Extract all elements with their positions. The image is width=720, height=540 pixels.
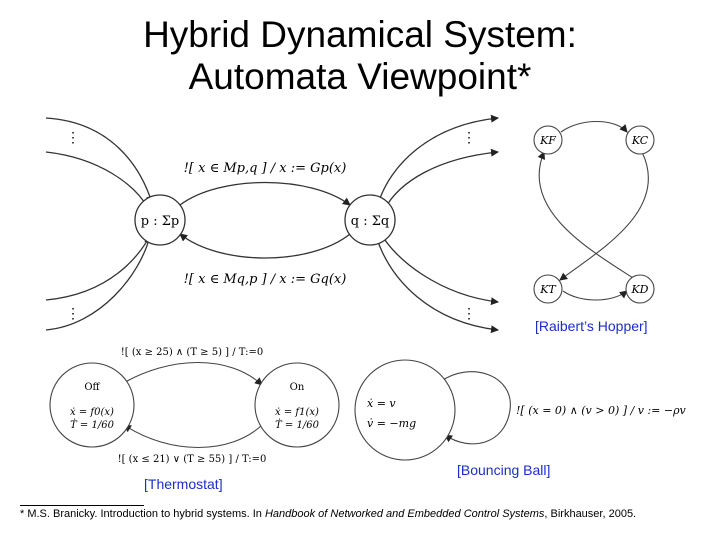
edge-in-p-1 bbox=[45, 117, 154, 204]
edge-in-p-3 bbox=[45, 231, 153, 301]
node-kt bbox=[533, 274, 563, 304]
footnote-book-title: Handbook of Networked and Embedded Contr… bbox=[264, 508, 545, 520]
slide-title-line-2: Automata Viewpoint* bbox=[188, 56, 532, 97]
ellipsis-left-bottom: ⋮ bbox=[66, 306, 80, 322]
edge-on-off-label: ![ (x ≤ 21) ∨ (T ≥ 55) ] / T:=0 bbox=[118, 454, 267, 465]
edge-kd-kf bbox=[537, 151, 634, 279]
node-on bbox=[254, 362, 340, 448]
bouncing-equation-1: ẋ = v bbox=[367, 397, 396, 410]
ellipsis-right-bottom: ⋮ bbox=[462, 306, 476, 322]
edge-in-p-2 bbox=[45, 151, 149, 209]
bouncing-edge-label: ![ (x = 0) ∧ (v > 0) ] / v := −ρv bbox=[516, 404, 687, 417]
node-q bbox=[344, 194, 396, 246]
footnote: * M.S. Branicky. Introduction to hybrid … bbox=[20, 508, 636, 520]
edge-q-to-p bbox=[179, 233, 351, 259]
node-on-label: On bbox=[290, 382, 305, 393]
node-bouncing bbox=[354, 359, 456, 461]
node-off-label: Off bbox=[84, 382, 100, 393]
off-equation-2: Ṫ = 1/60 bbox=[70, 419, 115, 431]
slide-title-line-1: Hybrid Dynamical System: bbox=[143, 14, 577, 55]
main-automaton bbox=[45, 114, 499, 334]
edge-qp-label: ![ x ∈ Mq,p ] / x := Gq(x) bbox=[184, 272, 347, 287]
node-p bbox=[134, 194, 186, 246]
edge-out-q-2 bbox=[383, 148, 499, 211]
ellipsis-left-top: ⋮ bbox=[66, 130, 80, 146]
node-kt-label: KT bbox=[539, 283, 557, 296]
edge-kc-kt bbox=[559, 151, 649, 281]
edge-p-to-q bbox=[179, 181, 351, 206]
ellipsis-right-top: ⋮ bbox=[462, 130, 476, 146]
node-off bbox=[49, 362, 135, 448]
node-kc bbox=[625, 125, 655, 155]
bouncing-ball-automaton bbox=[354, 359, 511, 461]
edge-out-q-3 bbox=[379, 231, 499, 306]
node-kd-label: KD bbox=[630, 283, 648, 296]
footnote-rule bbox=[20, 505, 144, 506]
thermostat-caption: [Thermostat] bbox=[144, 476, 223, 492]
off-equation-1: ẋ = f0(x) bbox=[70, 407, 114, 418]
edge-self-loop bbox=[439, 371, 511, 445]
node-kf-label: KF bbox=[539, 134, 556, 147]
raibert-automaton bbox=[533, 121, 655, 304]
edge-out-q-1 bbox=[377, 114, 499, 205]
edge-kt-kd bbox=[562, 290, 628, 301]
bouncing-ball-caption: [Bouncing Ball] bbox=[457, 462, 551, 478]
thermostat-automaton bbox=[49, 362, 340, 448]
edge-off-on bbox=[119, 362, 263, 386]
node-kc-label: KC bbox=[631, 134, 649, 147]
edge-kf-kc bbox=[560, 121, 628, 133]
edge-pq-label: ![ x ∈ Mp,q ] / x := Gp(x) bbox=[184, 161, 347, 176]
node-p-label: p : Σp bbox=[141, 214, 179, 229]
edge-out-q-4 bbox=[375, 235, 499, 334]
bouncing-equation-2: v̇ = −mg bbox=[367, 417, 416, 430]
footnote-prefix: * M.S. Branicky. Introduction to hybrid … bbox=[20, 508, 265, 520]
node-q-label: q : Σq bbox=[351, 214, 389, 229]
footnote-suffix: , Birkhauser, 2005. bbox=[544, 508, 637, 520]
node-kd bbox=[625, 274, 655, 304]
raibert-caption: [Raibert’s Hopper] bbox=[535, 318, 648, 334]
node-kf bbox=[533, 125, 563, 155]
edge-on-off bbox=[123, 424, 263, 448]
edge-in-p-4 bbox=[45, 235, 153, 331]
edge-off-on-label: ![ (x ≥ 25) ∧ (T ≥ 5) ] / T:=0 bbox=[121, 347, 263, 358]
on-equation-2: Ṫ = 1/60 bbox=[275, 419, 320, 431]
on-equation-1: ẋ = f1(x) bbox=[275, 407, 319, 418]
